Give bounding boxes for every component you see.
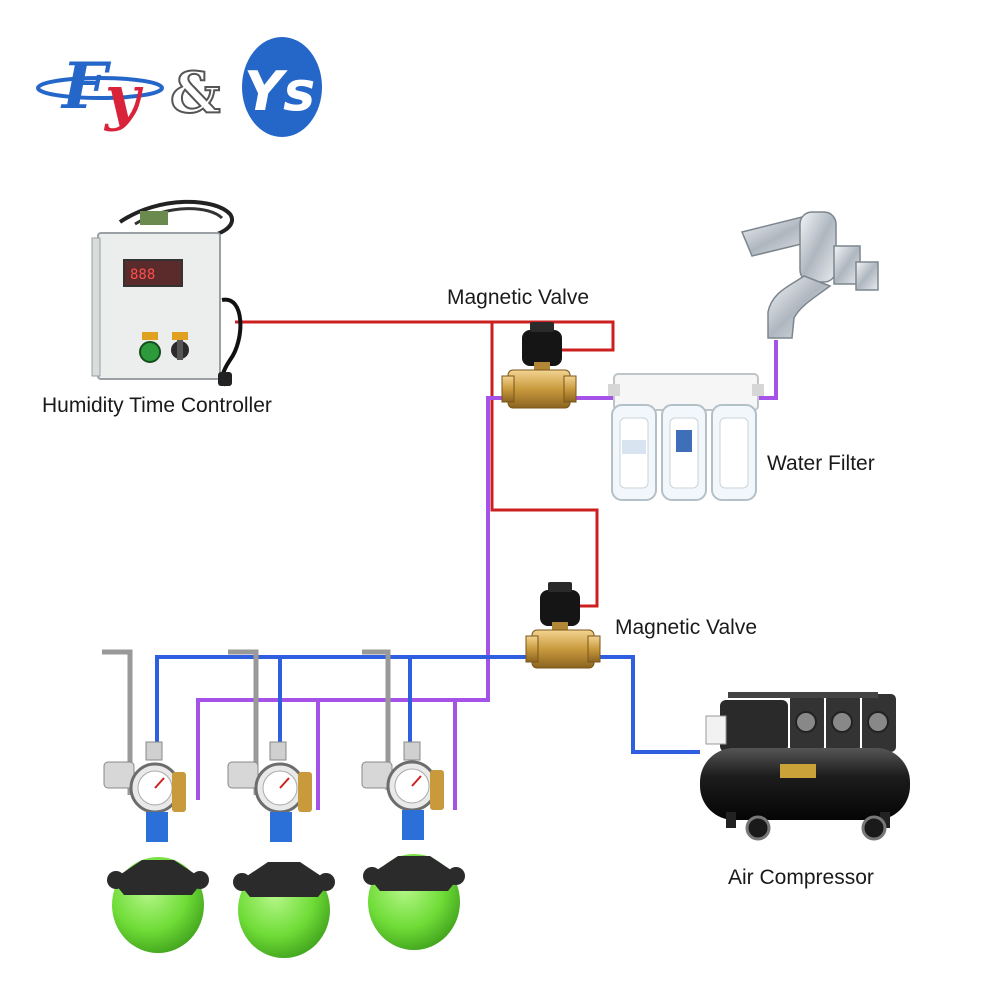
magnetic-valve-top (501, 322, 577, 409)
svg-text:888: 888 (130, 267, 155, 283)
label-magnetic-valve-top: Magnetic Valve (447, 286, 590, 309)
svg-text:F: F (60, 49, 112, 124)
water-valve1-down (196, 396, 510, 800)
svg-text:y: y (103, 63, 144, 133)
humidity-controller: 888 (91, 199, 243, 387)
brand-logo: F y & Ys (36, 37, 322, 137)
air-compressor-to-valve2 (590, 655, 700, 754)
air-lines (155, 655, 700, 754)
wire-controller-to-valves (235, 320, 615, 352)
label-water-filter: Water Filter (767, 452, 875, 475)
label-air-compressor: Air Compressor (728, 866, 874, 889)
water-filter (608, 373, 764, 501)
svg-text:&: & (170, 60, 221, 126)
atomizer-unit-3 (361, 649, 465, 950)
magnetic-valve-bottom (525, 582, 601, 669)
label-magnetic-valve-bottom: Magnetic Valve (615, 616, 758, 639)
wire-junction-to-valve2 (490, 322, 599, 608)
svg-text:Ys: Ys (244, 60, 315, 123)
water-tap (740, 211, 879, 339)
atomizer-unit-2 (227, 649, 335, 958)
label-humidity-time-controller: Humidity Time Controller (42, 394, 272, 417)
atomizer-unit-1 (102, 649, 209, 953)
signal-wires (235, 320, 615, 608)
air-compressor (700, 692, 910, 841)
